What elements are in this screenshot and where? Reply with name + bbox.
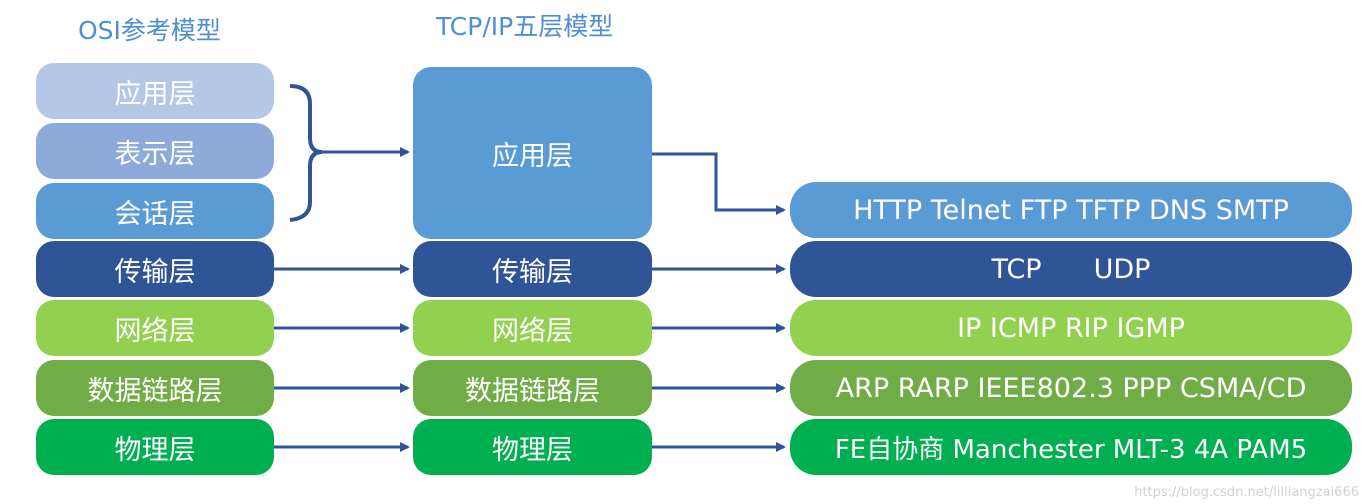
application-protocols: HTTP Telnet FTP TFTP DNS SMTP bbox=[790, 182, 1352, 238]
tcpip-network-layer: 网络层 bbox=[413, 300, 652, 356]
tcp-protocol-label: TCP bbox=[991, 253, 1042, 285]
osi-presentation-layer: 表示层 bbox=[36, 123, 274, 179]
osi-physical-layer: 物理层 bbox=[36, 419, 274, 475]
tcpip-physical-layer: 物理层 bbox=[413, 419, 652, 475]
osi-application-layer: 应用层 bbox=[36, 63, 274, 119]
network-protocols: IP ICMP RIP IGMP bbox=[790, 300, 1352, 356]
tcpip-datalink-layer: 数据链路层 bbox=[413, 360, 652, 416]
osi-transport-layer: 传输层 bbox=[36, 241, 274, 297]
physical-protocols: FE自协商 Manchester MLT-3 4A PAM5 bbox=[790, 419, 1352, 475]
transport-protocols: TCP UDP bbox=[790, 241, 1352, 297]
udp-protocol-label: UDP bbox=[1093, 253, 1151, 285]
tcpip-application-layer: 应用层 bbox=[413, 67, 652, 239]
osi-model-title: OSI参考模型 bbox=[78, 16, 221, 45]
datalink-protocols: ARP RARP IEEE802.3 PPP CSMA/CD bbox=[790, 360, 1352, 416]
arrow-application-to-protocols bbox=[652, 152, 786, 215]
osi-network-layer: 网络层 bbox=[36, 300, 274, 356]
tcpip-transport-layer: 传输层 bbox=[413, 241, 652, 297]
osi-datalink-layer: 数据链路层 bbox=[36, 360, 274, 416]
brace-bracket bbox=[289, 84, 323, 222]
tcpip-model-title: TCP/IP五层模型 bbox=[436, 12, 614, 41]
osi-session-layer: 会话层 bbox=[36, 183, 274, 239]
watermark-url: https://blog.csdn.net/lilliangzai666 bbox=[1134, 485, 1359, 500]
